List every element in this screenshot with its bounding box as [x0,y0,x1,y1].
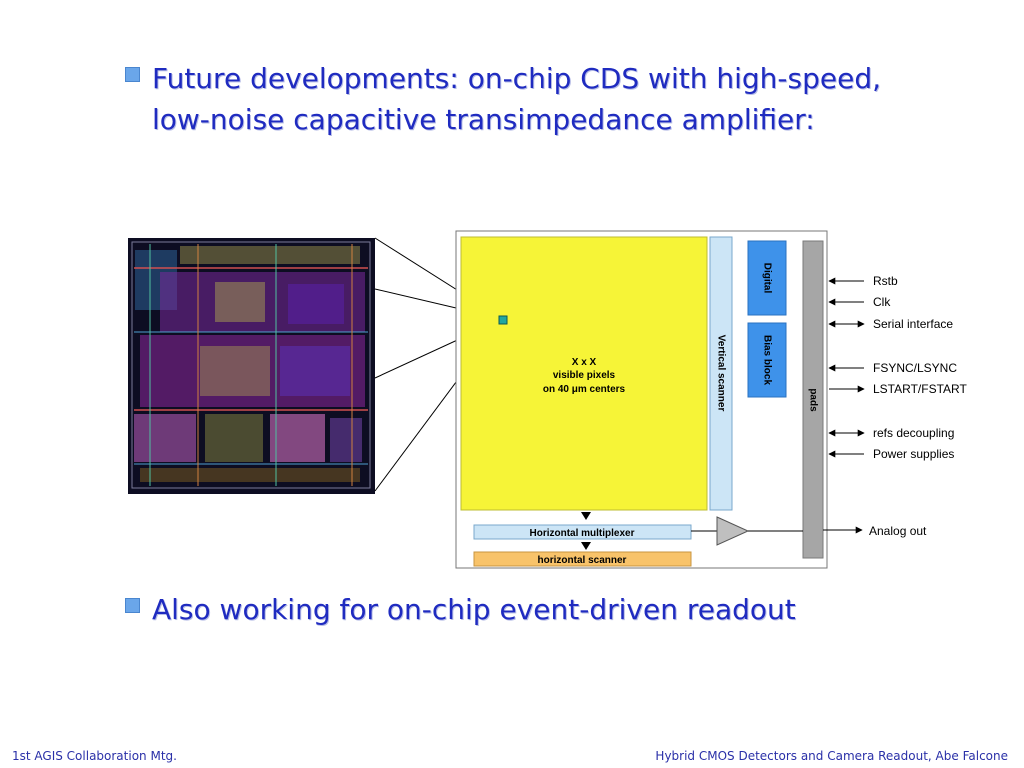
pixel-array-block [460,236,708,511]
amplifier-icon [716,516,750,546]
vertical-scanner-block [709,236,733,511]
pads-block [802,240,824,559]
signal-label-serial-interface: Serial interface [873,317,953,331]
digital-label: Digital [761,263,772,294]
array-to-mux-arrow-icon [581,512,591,520]
pixel-array-label-1: X x X [572,357,597,368]
signal-label-clk: Clk [873,295,891,309]
horizontal-multiplexer-block [473,524,692,540]
pixel-array-label-2: visible pixels [553,370,616,381]
horizontal-multiplexer-label: Horizontal multiplexer [529,528,634,539]
signal-label-rstb: Rstb [873,274,898,288]
bullet-square-icon [125,67,140,82]
bullet-text-1: Future developments: on-chip CDS with hi… [152,58,881,140]
analog-out-label: Analog out [869,524,927,538]
bullet-1-line-1: Future developments: on-chip CDS with hi… [152,62,881,95]
signal-label-power-supplies: Power supplies [873,447,954,461]
bullet-2-line-1: Also working for on-chip event-driven re… [152,593,796,626]
vertical-scanner-label: Vertical scanner [715,335,726,412]
horizontal-scanner-label: horizontal scanner [538,555,627,566]
chip-layout-image [128,238,375,494]
horizontal-scanner-block [473,551,692,567]
footer-left-text: 1st AGIS Collaboration Mtg. [12,749,177,763]
bullet-1-line-2: low-noise capacitive transimpedance ampl… [152,103,815,136]
bias-block-label: Bias block [761,335,772,385]
digital-block [747,240,787,316]
bullet-square-icon [125,598,140,613]
pixel-array-label-3: on 40 μm centers [543,384,626,395]
footer-right-text: Hybrid CMOS Detectors and Camera Readout… [655,749,1008,763]
signal-arrows [823,277,865,534]
bullet-text-2: Also working for on-chip event-driven re… [152,589,796,630]
zoomed-pixel-marker [498,315,508,325]
signal-label-lstart-fstart: LSTART/FSTART [873,382,967,396]
bias-block [747,322,787,398]
mux-to-scanner-arrow-icon [581,542,591,550]
bullet-item-2: Also working for on-chip event-driven re… [125,589,796,630]
bullet-item-1: Future developments: on-chip CDS with hi… [125,58,881,140]
signal-label-refs-decoupling: refs decoupling [873,426,954,440]
signal-label-fsync-lsync: FSYNC/LSYNC [873,361,957,375]
pads-label: pads [807,388,818,412]
